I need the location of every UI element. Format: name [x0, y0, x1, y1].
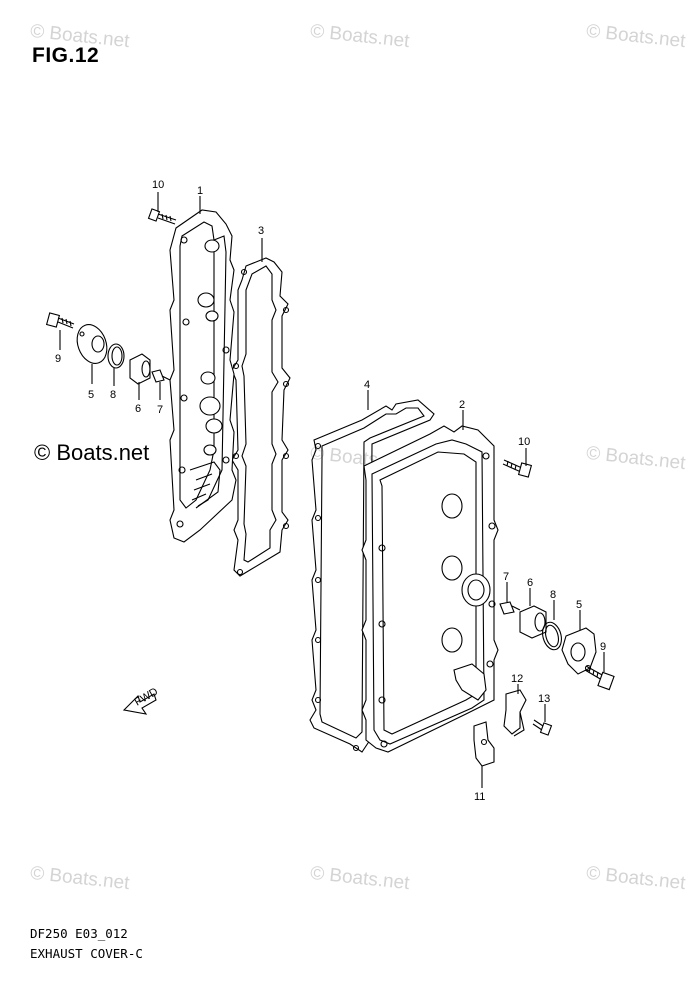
bolt-7-left — [151, 369, 171, 383]
copyright-mark: © Boats.net — [34, 440, 150, 465]
diagram-code: DF250 E03_012 — [30, 926, 128, 941]
bolt-9-right — [584, 665, 615, 691]
callout-5: 5 — [88, 389, 94, 401]
callout-8: 8 — [110, 389, 116, 401]
callout-3: 3 — [258, 225, 264, 237]
o-ring-8-left — [107, 343, 125, 369]
callout-12: 12 — [511, 673, 523, 685]
collar-6-right — [519, 605, 547, 639]
exhaust-cover-1 — [169, 209, 237, 543]
collar-6-left — [129, 353, 151, 385]
callout-5: 5 — [576, 599, 582, 611]
bracket-11 — [473, 721, 495, 767]
callout-1: 1 — [197, 185, 203, 197]
fwd-direction-arrow: FWD — [122, 686, 160, 715]
callout-8: 8 — [550, 589, 556, 601]
callout-13: 13 — [538, 693, 550, 705]
gasket-3 — [231, 257, 291, 577]
flange-5-left — [76, 324, 108, 364]
callout-6: 6 — [135, 403, 141, 415]
bolt-13 — [532, 719, 553, 736]
exhaust-cover-2 — [361, 425, 499, 753]
bolt-9-left — [45, 312, 75, 329]
gasket-4 — [309, 399, 435, 753]
diagram-name: EXHAUST COVER-C — [30, 946, 143, 961]
callout-11: 11 — [474, 791, 485, 803]
bolt-7-right — [499, 601, 521, 615]
leader-lines — [59, 192, 605, 788]
clamp-12 — [503, 689, 527, 737]
bolt-10-left — [147, 208, 177, 225]
callout-9: 9 — [600, 641, 606, 653]
flange-5-right — [561, 627, 597, 675]
bolt-10-right — [502, 459, 533, 478]
callout-9: 9 — [55, 353, 61, 365]
callout-2: 2 — [459, 399, 465, 411]
callout-labels: 10 1 3 9 5 8 6 7 4 2 10 7 6 8 5 9 12 13 … — [55, 179, 606, 803]
callout-7: 7 — [157, 404, 163, 416]
callout-6: 6 — [527, 577, 533, 589]
callout-4: 4 — [364, 379, 370, 391]
callout-10: 10 — [518, 436, 530, 448]
o-ring-8-right — [542, 621, 562, 651]
callout-7: 7 — [503, 571, 509, 583]
figure-title: FIG.12 — [32, 44, 100, 67]
callout-10: 10 — [152, 179, 164, 191]
